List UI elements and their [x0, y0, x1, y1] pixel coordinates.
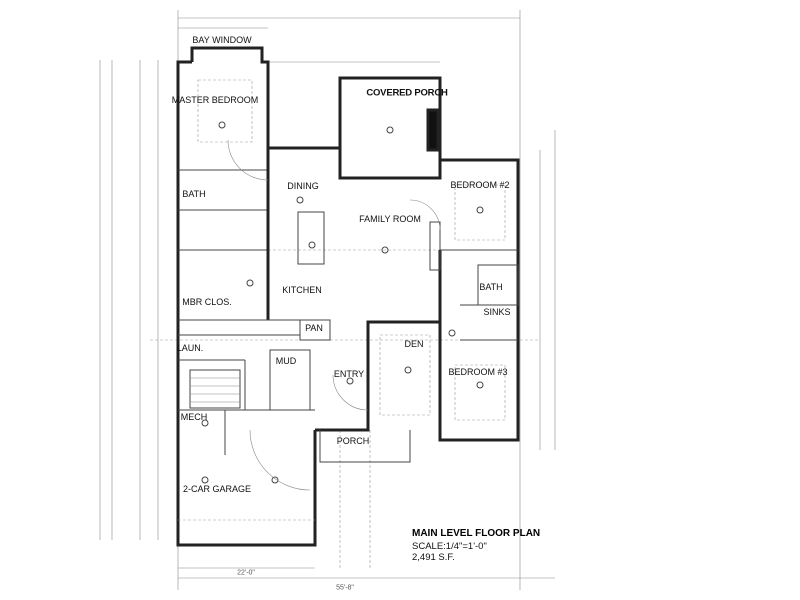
room-label-bedroom-3: BEDROOM #3: [448, 367, 508, 377]
room-label-dining: DINING: [287, 181, 319, 191]
plan-scale: SCALE:1/4"=1'-0": [412, 541, 487, 552]
plan-title: MAIN LEVEL FLOOR PLAN: [412, 528, 541, 539]
plan-area: 2,491 S.F.: [412, 552, 455, 563]
room-label-bath: BATH: [479, 282, 503, 292]
door-swings: [227, 139, 441, 491]
room-label-master-bath: BATH: [182, 189, 206, 199]
room-label-bedroom-2: BEDROOM #2: [450, 180, 510, 190]
room-label-porch: PORCH: [336, 436, 370, 446]
garage-width-dimension: 22'-0": [237, 569, 255, 577]
room-label-mbr-closet: MBR CLOS.: [182, 297, 232, 307]
dimension-lines: [99, 10, 556, 590]
room-label-sinks: SINKS: [483, 307, 511, 317]
room-label-bay-window: BAY WINDOW: [192, 35, 252, 45]
room-label-pantry: PAN: [305, 323, 323, 333]
room-label-family-room: FAMILY ROOM: [359, 214, 421, 224]
room-label-mech: MECH: [180, 412, 208, 422]
room-label-kitchen: KITCHEN: [282, 285, 322, 295]
overall-width-dimension: 55'-8": [336, 584, 354, 592]
room-label-laundry: LAUN.: [176, 343, 204, 353]
room-label-garage: 2-CAR GARAGE: [182, 484, 252, 494]
room-label-mud: MUD: [275, 356, 297, 366]
room-label-den: DEN: [404, 339, 424, 349]
room-label-entry: ENTRY: [333, 369, 365, 379]
light-fixtures: [201, 121, 484, 484]
room-label-covered-porch: COVERED PORCH: [366, 87, 448, 99]
walls: [176, 46, 520, 547]
room-label-master-bedroom: MASTER BEDROOM: [171, 95, 259, 105]
